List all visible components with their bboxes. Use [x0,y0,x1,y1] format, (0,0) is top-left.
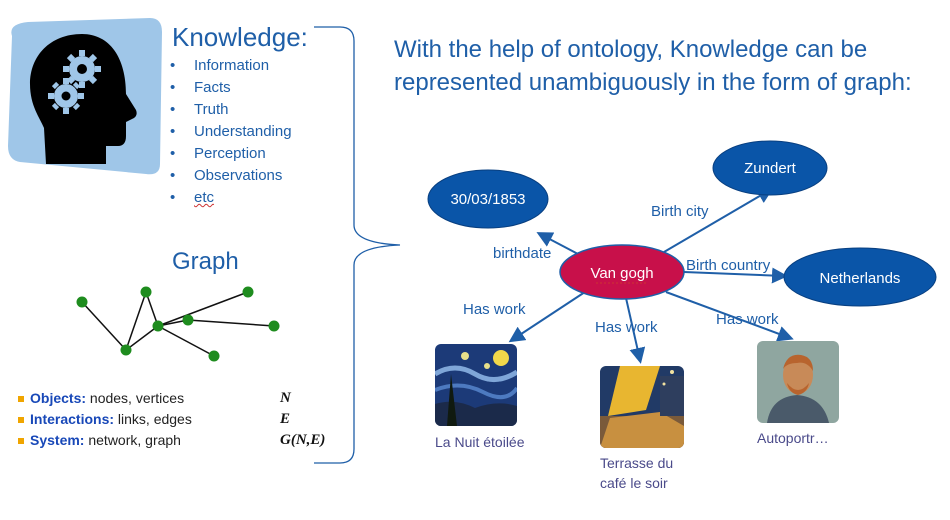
work-caption: Autoportr… [757,430,829,446]
node-date-label: 30/03/1853 [450,191,525,208]
ontology-heading: With the help of ontology, Knowledge can… [394,36,912,96]
work-caption: La Nuit étoilée [435,434,525,450]
edge-label-birth-country: Birth country [686,257,771,274]
node-center [559,244,685,300]
head-gears-icon [8,18,162,175]
node-city [712,140,828,196]
cafe-terrace-image [600,366,684,448]
list-item: •etc [170,189,215,206]
node-city-label: Zundert [744,160,797,177]
node-date [427,169,549,229]
list-item: •Understanding [170,123,292,140]
list-item: •Information [170,57,270,74]
node-center-label: Van gogh [590,265,653,282]
node-country-label: Netherlands [820,270,901,287]
edge-label-has-work: Has work [716,311,779,328]
list-item: •Perception [170,145,266,162]
curly-brace [314,26,401,464]
knowledge-title: Knowledge: [172,22,308,52]
graph-title: Graph [172,248,239,275]
starry-night-image [435,344,517,426]
list-item: •Facts [170,79,231,96]
list-item: •Observations [170,167,283,184]
edge-label-has-work: Has work [595,319,658,336]
network-illustration [76,286,280,362]
node-country [783,247,937,307]
self-portrait-image [757,341,839,423]
edge-label-birthdate: birthdate [493,245,551,262]
work-caption: Terrasse du café le soir [600,455,674,491]
edge-label-has-work: Has work [463,301,526,318]
edge-label-birth-city: Birth city [651,203,709,220]
knowledge-list: •Information •Facts •Truth •Understandin… [170,55,292,209]
list-item: •Truth [170,101,229,118]
